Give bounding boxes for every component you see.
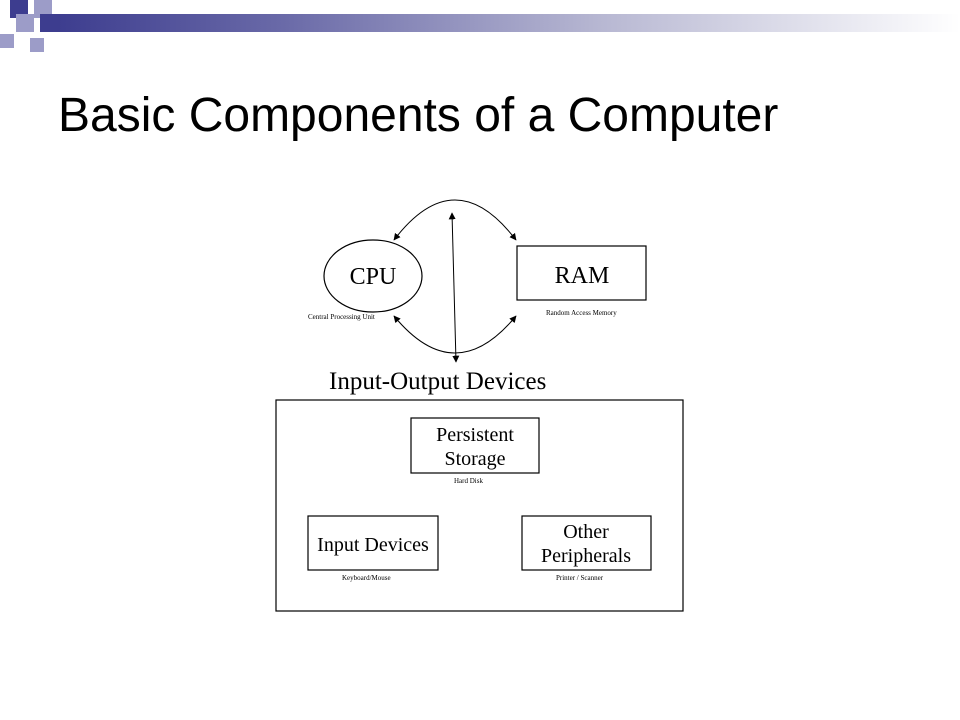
ram-label: RAM (555, 263, 610, 289)
io-devices-title: Input-Output Devices (329, 368, 546, 395)
other-peripherals-label-line1: Other (563, 521, 609, 543)
input-devices-label: Input Devices (317, 534, 429, 556)
decor-square-light-3 (0, 34, 14, 48)
persistent-storage-caption: Hard Disk (454, 477, 483, 485)
cpu-label: CPU (350, 264, 397, 290)
other-peripherals-label-line2: Peripherals (541, 545, 631, 567)
persistent-storage-label-line1: Persistent (436, 424, 514, 446)
slide-title: Basic Components of a Computer (58, 89, 779, 142)
decor-square-navy-2 (40, 14, 58, 32)
other-peripherals-caption: Printer / Scanner (556, 574, 604, 582)
bus-to-io-arrow (448, 212, 460, 363)
persistent-storage-label-line2: Storage (444, 448, 505, 470)
input-devices-node (307, 515, 439, 571)
persistent-storage-node (410, 417, 540, 474)
decor-square-light-4 (30, 38, 44, 52)
header-gradient-bar (58, 14, 960, 32)
decor-square-navy-1 (10, 0, 28, 18)
decor-square-light-1 (34, 0, 52, 18)
ram-caption: Random Access Memory (546, 309, 617, 317)
input-devices-caption: Keyboard/Mouse (342, 574, 391, 582)
other-peripherals-node (521, 515, 652, 571)
ram-node (516, 245, 647, 301)
decor-square-light-2 (16, 14, 34, 32)
cpu-caption: Central Processing Unit (308, 313, 375, 321)
header-decoration (0, 0, 960, 60)
cpu-node (323, 239, 423, 313)
cpu-to-ram-arc-top (393, 199, 517, 241)
